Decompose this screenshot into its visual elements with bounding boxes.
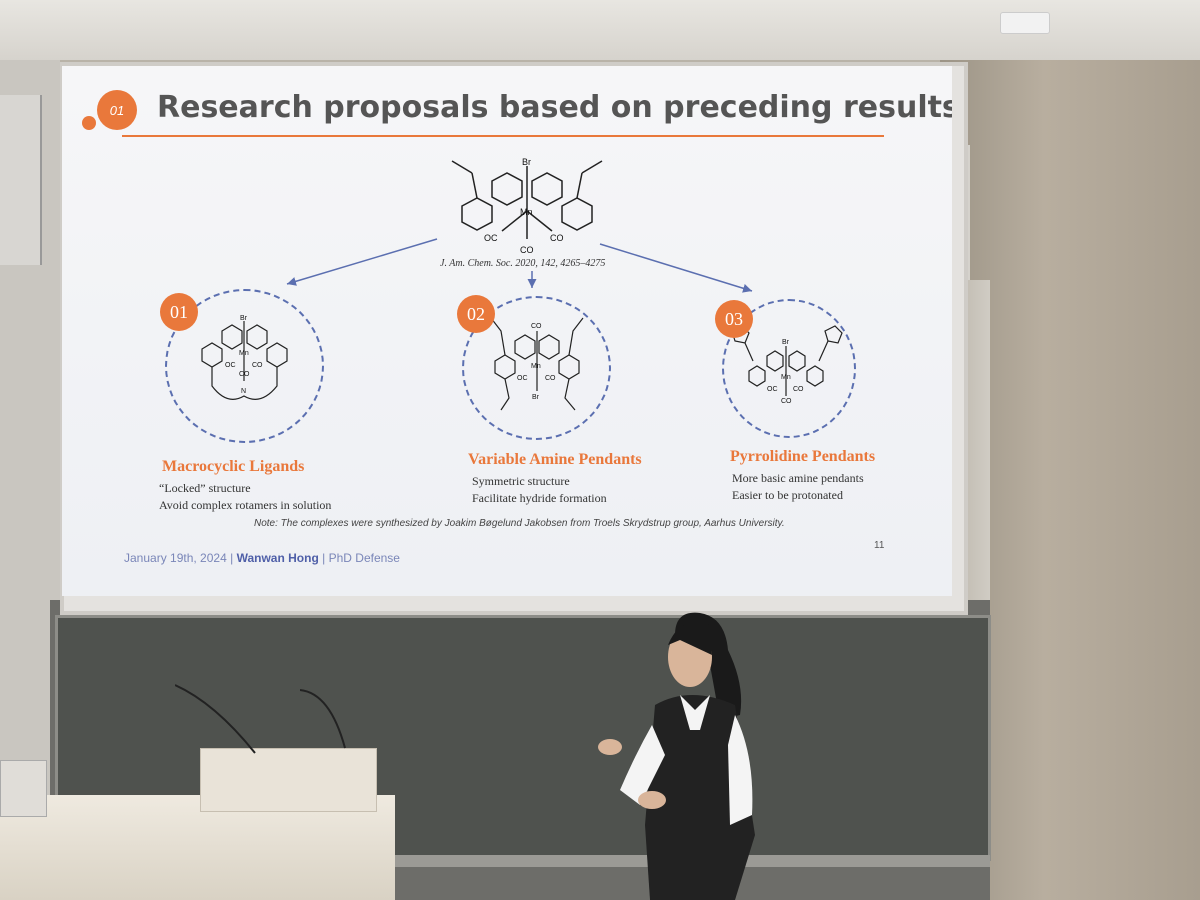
- mn-complex-structure: Br Mn OC CO CO: [451, 157, 603, 255]
- svg-text:Mn: Mn: [531, 363, 541, 370]
- proposal-2-line-2: Facilitate hydride formation: [472, 491, 607, 505]
- proposal-2-structure-circle: [462, 296, 611, 440]
- svg-text:CO: CO: [545, 375, 556, 382]
- pyrrolidine-complex-structure: Br Mn OC CO CO: [731, 325, 843, 405]
- proposal-2-number: 02: [457, 295, 495, 333]
- journal-citation: J. Am. Chem. Soc. 2020, 142, 4265–4275: [440, 258, 606, 269]
- svg-text:Br: Br: [782, 339, 790, 346]
- macrocyclic-complex-structure: Br Mn OC CO CO N: [201, 315, 288, 400]
- svg-text:CO: CO: [520, 245, 534, 255]
- svg-text:Br: Br: [522, 157, 531, 167]
- microphone-2: [300, 689, 346, 749]
- svg-text:CO: CO: [531, 323, 542, 330]
- proposal-1-line-1: “Locked” structure: [159, 481, 251, 495]
- svg-text:N: N: [241, 388, 246, 395]
- svg-text:OC: OC: [484, 233, 498, 243]
- presentation-slide: 01 Research proposals based on preceding…: [62, 66, 952, 596]
- svg-text:Mn: Mn: [239, 350, 249, 357]
- lecture-desk: [0, 795, 395, 900]
- synthesis-note: Note: The complexes were synthesized by …: [254, 518, 785, 529]
- footer-date: January 19th, 2024: [124, 551, 227, 565]
- footer-separator-1: |: [230, 551, 234, 565]
- proposal-1-line-2: Avoid complex rotamers in solution: [159, 498, 332, 512]
- presenter: [598, 612, 755, 900]
- svg-text:Mn: Mn: [520, 207, 533, 217]
- slide-title: Research proposals based on preceding re…: [157, 90, 952, 125]
- proposal-3-description: More basic amine pendants Easier to be p…: [732, 470, 864, 504]
- svg-text:OC: OC: [517, 375, 528, 382]
- proposal-2-heading: Variable Amine Pendants: [468, 451, 642, 468]
- svg-text:Mn: Mn: [781, 374, 791, 381]
- footer-event: PhD Defense: [328, 551, 400, 565]
- proposal-2-line-1: Symmetric structure: [472, 474, 570, 488]
- proposal-1-number: 01: [160, 293, 198, 331]
- svg-text:CO: CO: [239, 371, 250, 378]
- microphone: [175, 684, 256, 754]
- proposal-2-description: Symmetric structure Facilitate hydride f…: [472, 473, 607, 507]
- footer-presenter-name: Wanwan Hong: [236, 551, 319, 565]
- proposal-1-description: “Locked” structure Avoid complex rotamer…: [159, 480, 331, 514]
- footer-separator-2: |: [322, 551, 326, 565]
- proposal-3-line-1: More basic amine pendants: [732, 471, 864, 485]
- wall-speaker: [0, 95, 42, 265]
- svg-text:OC: OC: [225, 362, 236, 369]
- section-badge: 01: [97, 90, 137, 130]
- proposal-1-heading: Macrocyclic Ligands: [162, 458, 305, 475]
- connector-arrows: [286, 238, 753, 293]
- ceiling-projector: [1000, 12, 1050, 34]
- lectern: [200, 748, 377, 812]
- svg-text:CO: CO: [793, 386, 804, 393]
- svg-text:CO: CO: [550, 233, 564, 243]
- desk-monitor: [0, 760, 47, 817]
- svg-text:CO: CO: [781, 398, 792, 405]
- svg-text:CO: CO: [252, 362, 263, 369]
- proposal-3-number: 03: [715, 300, 753, 338]
- proposal-1-structure-circle: [165, 289, 324, 443]
- title-underline: [122, 135, 884, 137]
- decorative-dot: [82, 116, 96, 130]
- amine-pendant-complex-structure: CO Mn OC CO Br: [490, 317, 584, 411]
- slide-page-number: 11: [874, 540, 885, 551]
- slide-footer: January 19th, 2024 | Wanwan Hong | PhD D…: [124, 551, 400, 565]
- proposal-3-heading: Pyrrolidine Pendants: [730, 448, 876, 465]
- svg-text:OC: OC: [767, 386, 778, 393]
- svg-text:Br: Br: [532, 394, 540, 401]
- proposal-3-line-2: Easier to be protonated: [732, 488, 843, 502]
- svg-text:Br: Br: [240, 315, 248, 322]
- proposal-3-structure-circle: [722, 299, 856, 438]
